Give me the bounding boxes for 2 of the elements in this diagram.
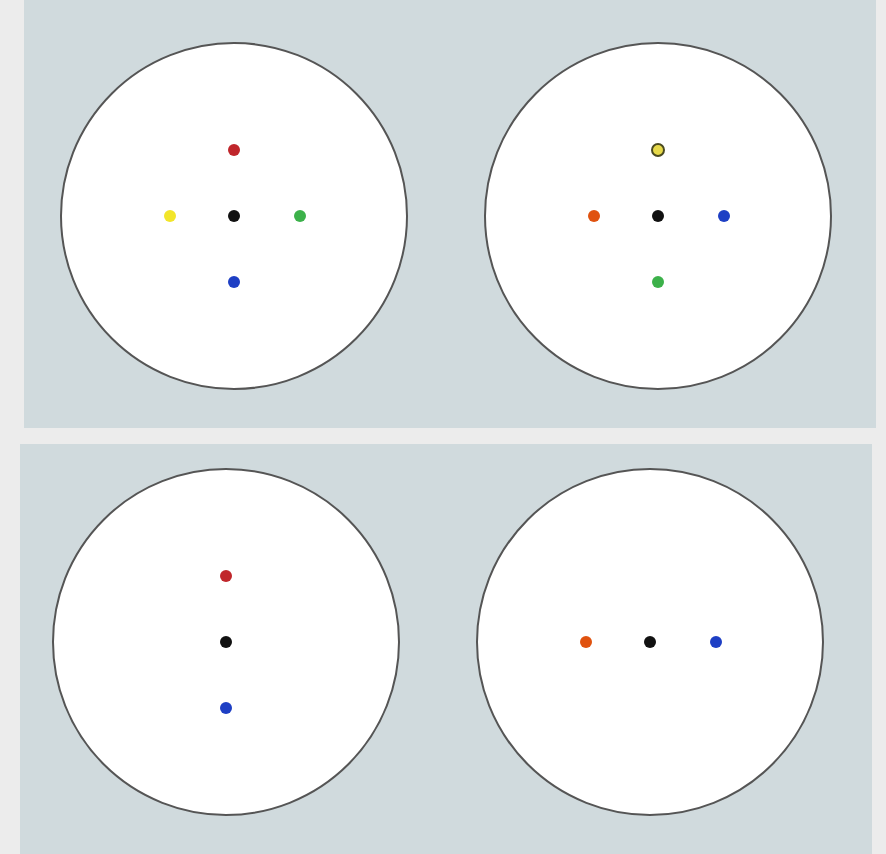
panel-background	[20, 444, 872, 854]
panel-background	[24, 0, 876, 428]
